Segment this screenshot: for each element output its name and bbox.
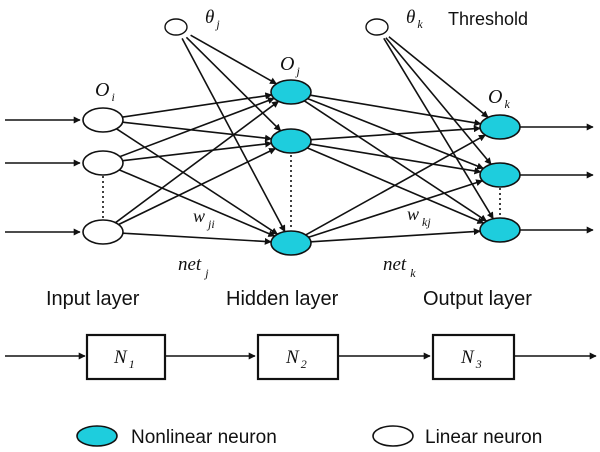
- hidden-neuron: [270, 230, 312, 256]
- input-hidden-connection: [122, 92, 273, 118]
- input-hidden-connection: [115, 100, 280, 224]
- input-neuron: [82, 107, 124, 133]
- input-neuron: [82, 219, 124, 245]
- input-hidden-connection: [122, 140, 273, 162]
- input-neuron: [82, 150, 124, 176]
- bias-output-connection: [388, 36, 489, 118]
- legend-linear-label: Linear neuron: [425, 427, 542, 448]
- output-layer-label: Output layer: [423, 288, 532, 310]
- output-neuron: [479, 162, 521, 188]
- input-hidden-connection: [118, 169, 276, 237]
- input-hidden-connection: [119, 97, 275, 158]
- hidden-output-connection: [308, 179, 484, 239]
- bias-hidden-connection: [185, 36, 282, 132]
- legend-nonlinear-label: Nonlinear neuron: [131, 427, 277, 448]
- legend-nonlinear-swatch: [76, 425, 118, 447]
- output-neuron: [479, 114, 521, 140]
- threshold-label: Threshold: [448, 9, 528, 29]
- hidden-output-connection: [304, 100, 488, 222]
- bias-output-connection: [385, 37, 492, 165]
- hidden-output-connection: [310, 94, 482, 127]
- output-layer-neurons: [479, 114, 521, 243]
- input-hidden-connection: [118, 147, 277, 226]
- input-layer-neurons: [82, 107, 124, 245]
- network-connections: [115, 34, 494, 245]
- legend-linear-swatch: [372, 425, 414, 447]
- output-arrows: [520, 123, 594, 234]
- block-n1: [85, 333, 167, 381]
- input-hidden-connection: [116, 128, 279, 235]
- hidden-output-connection: [305, 134, 486, 236]
- bias-hidden-connection: [181, 38, 286, 233]
- hidden-layer-label: Hidden layer: [226, 288, 339, 310]
- bias-hidden-connection: [190, 34, 278, 85]
- block-n3: [431, 333, 516, 381]
- input-arrows: [5, 116, 81, 236]
- block-n2: [256, 333, 340, 381]
- bias-neuron-output: [365, 18, 389, 36]
- hidden-output-connection: [310, 125, 481, 141]
- hidden-layer-neurons: [270, 79, 312, 256]
- hidden-neuron: [270, 128, 312, 154]
- bias-neuron-hidden: [164, 18, 188, 36]
- legend: Nonlinear neuron Linear neuron: [76, 425, 542, 448]
- bias-output-connection: [383, 37, 494, 220]
- output-neuron: [479, 217, 521, 243]
- input-hidden-connection: [122, 232, 272, 245]
- input-hidden-connection: [122, 121, 272, 142]
- hidden-output-connection: [310, 143, 482, 175]
- hidden-neuron: [270, 79, 312, 105]
- input-layer-label: Input layer: [46, 288, 140, 310]
- hidden-output-connection: [310, 228, 481, 243]
